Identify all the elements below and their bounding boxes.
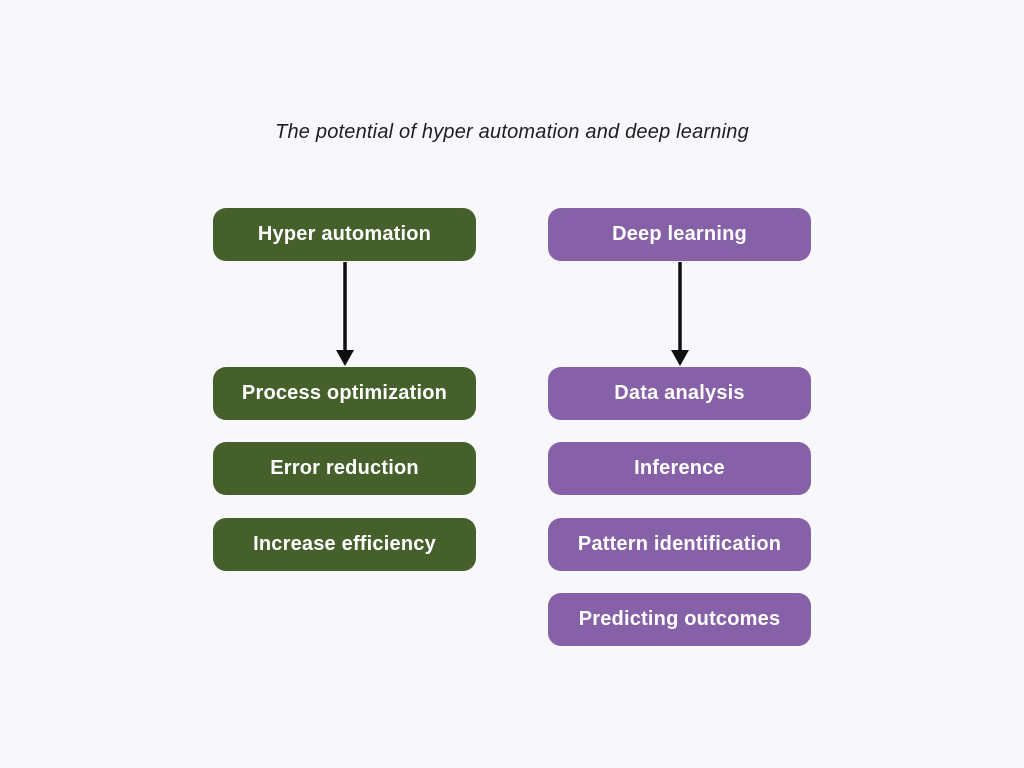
node-pattern-identification: Pattern identification bbox=[548, 518, 811, 571]
node-error-reduction: Error reduction bbox=[213, 442, 476, 495]
node-process-optimization: Process optimization bbox=[213, 367, 476, 420]
node-deep-learning: Deep learning bbox=[548, 208, 811, 261]
diagram-title: The potential of hyper automation and de… bbox=[275, 121, 749, 143]
node-inference: Inference bbox=[548, 442, 811, 495]
down-arrow-icon bbox=[671, 262, 689, 366]
node-hyper-automation: Hyper automation bbox=[213, 208, 476, 261]
down-arrow-icon bbox=[336, 262, 354, 366]
node-increase-efficiency: Increase efficiency bbox=[213, 518, 476, 571]
node-predicting-outcomes: Predicting outcomes bbox=[548, 593, 811, 646]
node-data-analysis: Data analysis bbox=[548, 367, 811, 420]
